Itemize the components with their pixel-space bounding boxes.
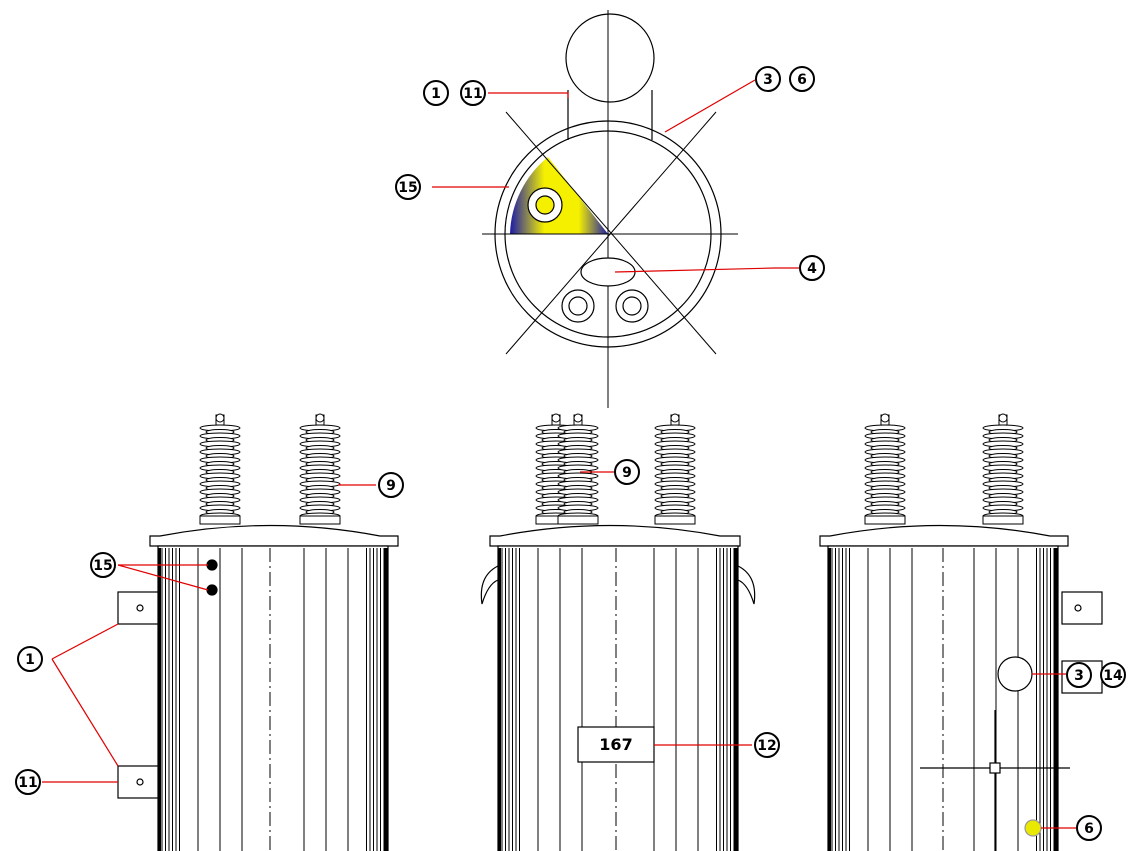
svg-text:9: 9 — [386, 478, 396, 494]
top-circle — [565, 13, 655, 103]
nameplate — [577, 726, 655, 763]
svg-text:15: 15 — [93, 558, 112, 574]
bushing-right-2 — [982, 413, 1024, 525]
callout-r-14: 14 — [1100, 662, 1126, 688]
callout-right-9: 9 — [378, 472, 404, 498]
svg-text:11: 11 — [463, 86, 482, 102]
svg-text:3: 3 — [763, 72, 773, 88]
callout-r-3: 3 — [1066, 662, 1092, 688]
callout-top-6: 6 — [789, 66, 815, 92]
right-cover — [819, 524, 1069, 547]
callout-r-6: 6 — [1076, 815, 1102, 841]
left-cover — [149, 524, 399, 547]
callout-top-11: 11 — [460, 80, 486, 106]
mid-radiator-ribs — [498, 548, 738, 851]
right-bracket-upper — [1061, 591, 1103, 625]
lifting-lug-left — [480, 565, 499, 605]
middle-cover — [489, 524, 741, 547]
left-leaders — [42, 564, 209, 783]
svg-text:15: 15 — [398, 180, 417, 196]
callout-top-1: 1 — [423, 80, 449, 106]
svg-text:14: 14 — [1103, 668, 1123, 684]
bushing-mid-3 — [654, 413, 696, 525]
svg-text:9: 9 — [622, 465, 632, 481]
middle-front-view — [480, 524, 756, 851]
bushing-left-2 — [299, 413, 341, 525]
right-radiator-ribs — [828, 548, 1058, 851]
svg-text:12: 12 — [757, 738, 776, 754]
callout-top-4: 4 — [799, 255, 825, 281]
bushing-right-1 — [864, 413, 906, 525]
svg-text:3: 3 — [1074, 668, 1084, 684]
bushings — [199, 413, 1024, 525]
top-plan-view — [482, 10, 738, 408]
callout-mid-9: 9 — [614, 459, 640, 485]
svg-text:1: 1 — [431, 86, 441, 102]
callout-top-3: 3 — [755, 66, 781, 92]
svg-text:4: 4 — [807, 261, 817, 277]
drain-valve — [1024, 819, 1042, 837]
left-bracket-upper — [117, 591, 159, 625]
callout-top-15: 15 — [395, 174, 421, 200]
callout-left-1: 1 — [17, 646, 43, 672]
right-side-view — [819, 524, 1103, 851]
nameplate-value: 167 — [599, 735, 632, 754]
left-bracket-lower — [117, 765, 159, 799]
svg-text:6: 6 — [1084, 821, 1094, 837]
callout-left-11: 11 — [15, 769, 41, 795]
bushing-left-1 — [199, 413, 241, 525]
lifting-lug-right — [737, 565, 756, 605]
callout-mid-12: 12 — [754, 732, 780, 758]
svg-text:11: 11 — [18, 775, 37, 791]
oil-gauge — [997, 656, 1033, 692]
svg-text:6: 6 — [797, 72, 807, 88]
left-radiator-ribs — [158, 548, 388, 851]
svg-text:1: 1 — [25, 652, 35, 668]
top-leaders — [432, 79, 800, 273]
callout-left-15: 15 — [90, 552, 116, 578]
bushing-mid-2 — [557, 413, 599, 525]
left-side-view — [117, 524, 399, 851]
